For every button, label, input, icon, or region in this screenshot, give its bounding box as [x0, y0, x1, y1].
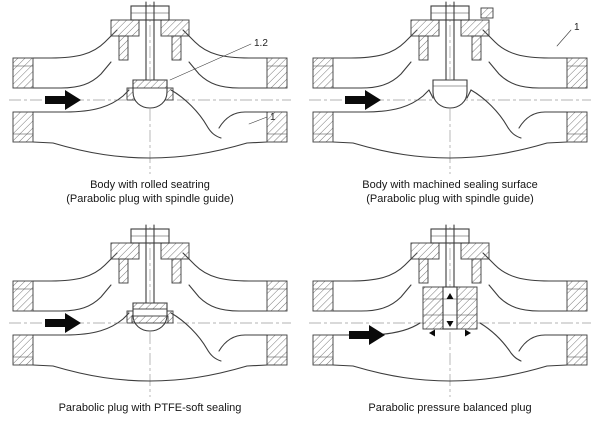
left-flange: [312, 280, 334, 366]
flow-arrow: [45, 90, 81, 110]
left-flange: [12, 280, 34, 366]
spindle-and-plug: [131, 224, 169, 332]
right-flange: [566, 57, 588, 143]
valve-section-pressure-balanced: [309, 224, 591, 397]
balanced-plug-cage: [422, 224, 478, 337]
caption-line-1: Body with machined sealing surface: [362, 179, 538, 191]
right-flange: [266, 280, 288, 366]
flow-arrow: [349, 325, 385, 345]
bonnet: [110, 5, 190, 61]
balance-arrow-right: [465, 329, 471, 337]
part-label-text: 1: [270, 112, 276, 123]
caption-line-1: Body with rolled seatring: [90, 179, 210, 191]
bonnet: [110, 228, 190, 284]
caption-top-right: Body with machined sealing surface (Para…: [362, 179, 537, 207]
valve-section-rolled-seatring: 1.2 1: [9, 1, 291, 174]
valve-body: [32, 252, 268, 382]
left-flange: [12, 57, 34, 143]
part-label-text: 1: [574, 22, 580, 33]
bonnet: [410, 5, 494, 61]
part-label-text: 1.2: [254, 38, 268, 49]
cell-bottom-right: Parabolic pressure balanced plug: [300, 223, 600, 447]
plug-body-hatch: [132, 302, 168, 310]
balance-arrow-down: [446, 321, 454, 327]
right-flange: [566, 280, 588, 366]
valve-section-ptfe-sealing: [9, 224, 291, 397]
part-label-1: 1: [248, 112, 276, 125]
valve-section-machined-surface: 1: [309, 1, 591, 174]
valve-body: [332, 29, 568, 159]
part-label-1-2: 1.2: [169, 38, 268, 81]
flow-arrow: [45, 313, 81, 333]
caption-bottom-right: Parabolic pressure balanced plug: [368, 402, 531, 416]
flow-arrow: [345, 90, 381, 110]
part-label-1: 1: [556, 22, 580, 47]
left-flange: [312, 57, 334, 143]
right-flange: [266, 57, 288, 143]
caption-line-2: (Parabolic plug with spindle guide): [366, 192, 534, 205]
balance-arrow-left: [429, 329, 435, 337]
caption-line-1: Parabolic plug with PTFE-soft sealing: [58, 402, 242, 414]
spindle-and-plug: [132, 1, 168, 109]
spindle-and-plug: [432, 1, 468, 109]
balance-arrow-up: [446, 293, 454, 299]
caption-line-1: Parabolic pressure balanced plug: [368, 402, 532, 414]
valve-body: [332, 252, 568, 382]
ptfe-soft-seal-ring: [131, 315, 169, 324]
caption-bottom-left: Parabolic plug with PTFE-soft sealing: [59, 402, 242, 416]
cell-top-right: 1 Body with machined sealing surface (Pa…: [300, 0, 600, 223]
valve-body: [32, 29, 268, 159]
cell-top-left: 1.2 1 Body with rolled seatring (Parabol…: [0, 0, 300, 223]
caption-top-left: Body with rolled seatring (Parabolic plu…: [66, 179, 234, 207]
cell-bottom-left: Parabolic plug with PTFE-soft sealing: [0, 223, 300, 447]
bonnet: [410, 228, 490, 284]
caption-line-2: (Parabolic plug with spindle guide): [66, 192, 234, 205]
